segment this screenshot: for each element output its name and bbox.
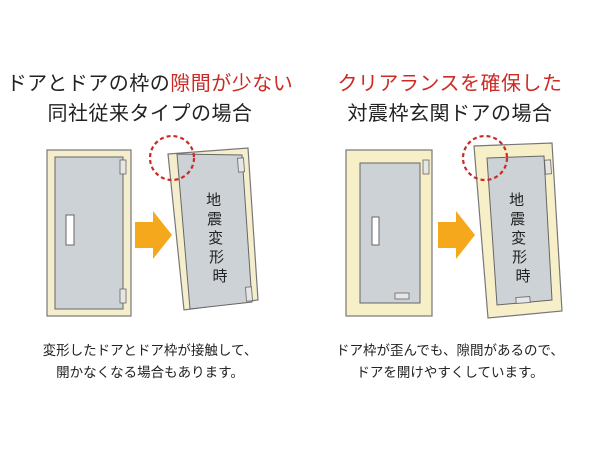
left-contact-circle <box>148 134 196 182</box>
left-caption: 変形したドアとドア枠が接触して、 開かなくなる場合もあります。 <box>0 340 300 384</box>
left-heading: ドアとドアの枠の隙間が少ない 同社従来タイプの場合 <box>0 68 300 128</box>
right-caption-line2: ドアを開けやすくしています。 <box>356 365 544 381</box>
hinge-icon <box>245 286 253 302</box>
right-heading-highlight: クリアランスを確保した <box>337 71 563 95</box>
left-normal-handle <box>65 214 75 246</box>
right-deformed-label: 地 震 変 形 時 <box>509 191 532 285</box>
right-arrow-icon <box>438 211 475 259</box>
right-normal-door <box>345 149 433 317</box>
hinge-icon <box>119 159 127 175</box>
right-clearance-circle <box>461 134 509 182</box>
left-heading-line2: 同社従来タイプの場合 <box>47 101 253 125</box>
hinge-icon <box>394 292 410 300</box>
left-caption-line1: 変形したドアとドア枠が接触して、 <box>42 343 258 359</box>
right-heading: クリアランスを確保した 対震枠玄関ドアの場合 <box>300 68 600 128</box>
right-caption-line1: ドア枠が歪んでも、隙間があるので、 <box>336 343 564 359</box>
hinge-icon <box>422 159 430 175</box>
left-heading-highlight: 隙間が少ない <box>170 71 294 95</box>
hinge-icon <box>544 159 552 175</box>
left-normal-door <box>46 149 132 317</box>
hinge-icon <box>237 157 245 173</box>
left-heading-pre: ドアとドアの枠の <box>6 71 171 95</box>
left-deformed-label: 地 震 変 形 時 <box>206 191 229 285</box>
right-deformed-door: 地 震 変 形 時 <box>473 142 563 319</box>
right-caption: ドア枠が歪んでも、隙間があるので、 ドアを開けやすくしています。 <box>300 340 600 384</box>
left-arrow-icon <box>135 211 172 259</box>
hinge-icon <box>515 296 531 304</box>
left-caption-line2: 開かなくなる場合もあります。 <box>56 365 244 381</box>
left-deformed-door: 地 震 変 形 時 <box>167 147 259 311</box>
left-heading-line1: ドアとドアの枠の隙間が少ない <box>0 68 300 98</box>
right-heading-line2: 対震枠玄関ドアの場合 <box>347 101 553 125</box>
right-normal-handle <box>371 216 380 246</box>
hinge-icon <box>119 288 127 304</box>
